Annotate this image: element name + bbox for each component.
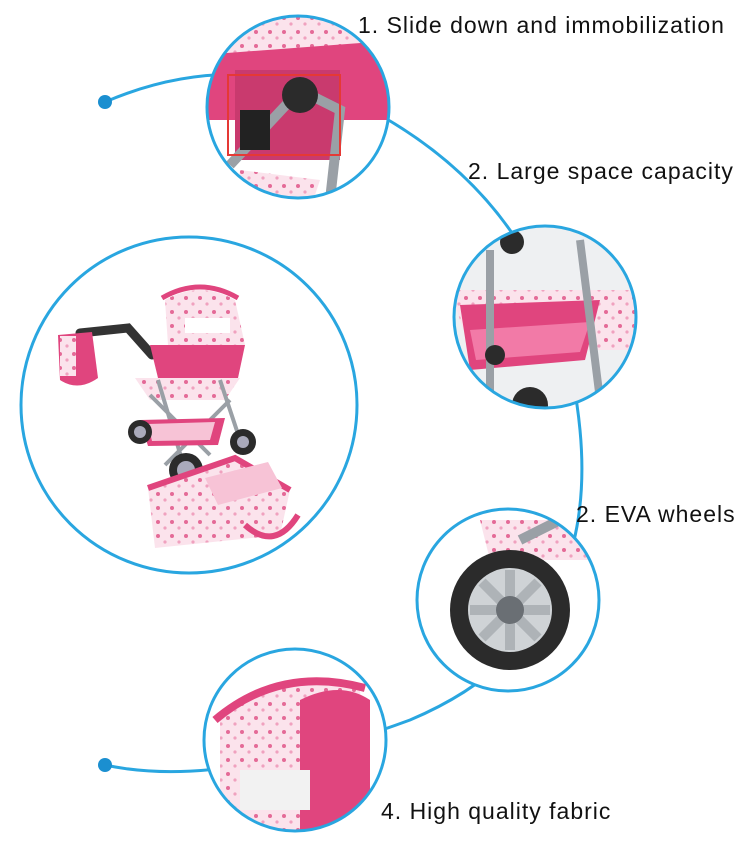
feature-label-2: 2. Large space capacity [468,158,734,184]
storage-basket-closeup-image [452,224,638,410]
connector-dot-top [98,95,112,109]
feature-label-4: 4. High quality fabric [381,798,612,824]
feature-label-1: 1. Slide down and immobilization [358,12,725,38]
canopy-fabric-closeup-image [202,647,388,833]
eva-wheel-closeup-image [415,507,601,693]
connector-dot-bottom [98,758,112,772]
main-product-image [19,235,359,575]
slide-lock-closeup-image [205,14,391,200]
feature-label-3: 2. EVA wheels [576,501,736,527]
